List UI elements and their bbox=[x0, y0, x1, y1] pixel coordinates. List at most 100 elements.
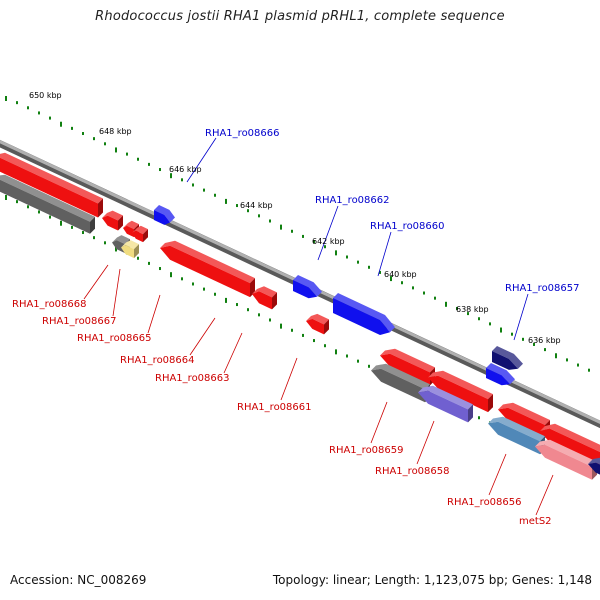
lower-tick-mark bbox=[269, 318, 271, 322]
lower-tick-mark bbox=[357, 359, 359, 363]
scale-tick-label: 642 kbp bbox=[312, 237, 345, 246]
scale-tick-label: 636 kbp bbox=[528, 336, 561, 345]
gene-rrna-top bbox=[121, 240, 139, 250]
upper-tick-mark bbox=[533, 342, 535, 346]
lower-tick-mark bbox=[137, 256, 139, 260]
lower-tick-mark bbox=[214, 292, 216, 296]
gene-RHA1_ro08660-face bbox=[333, 298, 390, 335]
reverse-label-leader bbox=[280, 357, 298, 401]
gene-RHA1_ro08659-face bbox=[428, 375, 488, 413]
upper-tick-mark bbox=[467, 312, 469, 316]
lower-tick-mark bbox=[236, 303, 238, 307]
reverse-gene-label[interactable]: RHA1_ro08668 bbox=[12, 299, 87, 310]
upper-tick-mark bbox=[214, 193, 216, 197]
accession-text: Accession: NC_008269 bbox=[10, 573, 147, 587]
gene-steel-face bbox=[488, 421, 540, 455]
map-title: Rhodococcus jostii RHA1 plasmid pRHL1, c… bbox=[95, 9, 505, 24]
scale-tick-label: 638 kbp bbox=[456, 305, 489, 314]
gene-RHA1_ro08666[interactable] bbox=[154, 205, 175, 225]
scale-tick-label: 648 kbp bbox=[99, 127, 132, 136]
upper-tick-mark bbox=[203, 188, 205, 192]
upper-tick-mark bbox=[280, 224, 282, 230]
lower-tick-mark bbox=[258, 313, 260, 317]
forward-gene-label[interactable]: RHA1_ro08660 bbox=[370, 221, 445, 232]
gene-RHA1_ro08660[interactable] bbox=[333, 293, 395, 335]
gene-forward-small-top bbox=[486, 363, 515, 385]
gene-forward-small[interactable] bbox=[486, 363, 515, 386]
gene-RHA1_ro08664-face bbox=[160, 245, 250, 298]
gene-pseudo-mid-face bbox=[371, 368, 425, 403]
forward-label-leader bbox=[186, 137, 217, 183]
reverse-gene-label[interactable]: RHA1_ro08667 bbox=[42, 316, 117, 327]
upper-tick-mark bbox=[302, 234, 304, 238]
upper-tick-mark bbox=[71, 126, 73, 130]
reverse-gene-label[interactable]: metS2 bbox=[519, 516, 552, 527]
upper-tick-mark bbox=[159, 168, 161, 172]
lower-tick-mark bbox=[478, 416, 480, 420]
upper-tick-mark bbox=[181, 178, 183, 182]
lower-tick-mark bbox=[302, 333, 304, 337]
gene-RHA1_ro08661-top bbox=[306, 313, 329, 325]
scale-tick-label: 646 kbp bbox=[169, 165, 202, 174]
gene-RHA1_ro08667[interactable] bbox=[102, 210, 123, 231]
upper-tick-mark bbox=[324, 245, 326, 249]
reverse-gene-label[interactable]: RHA1_ro08663 bbox=[155, 373, 230, 384]
gene-red-right-top bbox=[540, 423, 600, 453]
gene-navy-edge[interactable] bbox=[588, 457, 600, 480]
upper-tick-mark bbox=[170, 173, 172, 179]
upper-tick-mark bbox=[423, 291, 425, 295]
gene-pseudo-mid-top bbox=[371, 363, 430, 390]
forward-gene-label[interactable]: RHA1_ro08657 bbox=[505, 283, 580, 294]
gene-RHA1_ro08657-face bbox=[492, 351, 518, 370]
gene-RHA1_ro08661[interactable] bbox=[306, 313, 329, 335]
scale-tick-label: 650 kbp bbox=[29, 91, 62, 100]
gene-RHA1_ro08658-face bbox=[418, 390, 468, 423]
gene-small-red-b[interactable] bbox=[132, 225, 148, 243]
reverse-gene-label[interactable]: RHA1_ro08661 bbox=[237, 402, 312, 413]
gene-RHA1_ro08657[interactable] bbox=[492, 346, 523, 370]
upper-tick-mark bbox=[148, 162, 150, 166]
gene-RHA1_ro08658[interactable] bbox=[418, 385, 473, 423]
reverse-gene-label[interactable]: RHA1_ro08665 bbox=[77, 333, 152, 344]
reverse-gene-label[interactable]: RHA1_ro08656 bbox=[447, 497, 522, 508]
lower-tick-mark bbox=[324, 344, 326, 348]
forward-gene-label[interactable]: RHA1_ro08662 bbox=[315, 195, 390, 206]
gene-RHA1_ro08657-top bbox=[492, 346, 523, 369]
gene-RHA1_ro08668-upper-side bbox=[98, 198, 103, 218]
lower-tick-mark bbox=[181, 277, 183, 281]
lower-tick-mark bbox=[60, 220, 62, 226]
forward-label-leader bbox=[317, 205, 339, 261]
upper-tick-mark bbox=[137, 157, 139, 161]
gene-RHA1_ro08667-top bbox=[102, 210, 123, 221]
gene-pseudo-left[interactable] bbox=[0, 174, 95, 234]
gene-RHA1_ro08668-upper[interactable] bbox=[0, 152, 103, 218]
gene-small-red-b-face bbox=[132, 230, 143, 243]
lower-tick-mark bbox=[247, 308, 249, 312]
gene-RHA1_ro08664[interactable] bbox=[160, 240, 255, 298]
gene-small-red-b-top bbox=[132, 225, 148, 235]
lower-tick-mark bbox=[38, 210, 40, 214]
gene-RHA1_ro08663[interactable] bbox=[252, 286, 277, 310]
lower-tick-mark bbox=[313, 339, 315, 343]
gene-RHA1_ro08668-upper-face bbox=[0, 157, 98, 218]
upper-tick-mark bbox=[434, 296, 436, 300]
upper-tick-mark bbox=[49, 116, 51, 120]
gene-labels: RHA1_ro08666RHA1_ro08662RHA1_ro08660RHA1… bbox=[12, 128, 580, 527]
upper-tick-mark bbox=[412, 286, 414, 290]
gene-RHA1_ro08662[interactable] bbox=[293, 275, 322, 299]
gene-RHA1_ro08667-side bbox=[118, 215, 123, 231]
upper-tick-mark bbox=[555, 353, 557, 359]
reverse-gene-label[interactable]: RHA1_ro08658 bbox=[375, 466, 450, 477]
reverse-gene-label[interactable]: RHA1_ro08659 bbox=[329, 445, 404, 456]
gene-RHA1_ro08659[interactable] bbox=[428, 370, 493, 413]
gene-rrna[interactable] bbox=[121, 240, 139, 259]
gene-features bbox=[0, 152, 600, 480]
reverse-gene-label[interactable]: RHA1_ro08664 bbox=[120, 355, 195, 366]
upper-tick-mark bbox=[456, 306, 458, 310]
forward-gene-label[interactable]: RHA1_ro08666 bbox=[205, 128, 280, 139]
upper-tick-mark bbox=[82, 132, 84, 136]
reverse-label-leader bbox=[147, 294, 161, 334]
upper-tick-track bbox=[5, 96, 590, 372]
gene-small-pseudo-top bbox=[112, 235, 130, 245]
